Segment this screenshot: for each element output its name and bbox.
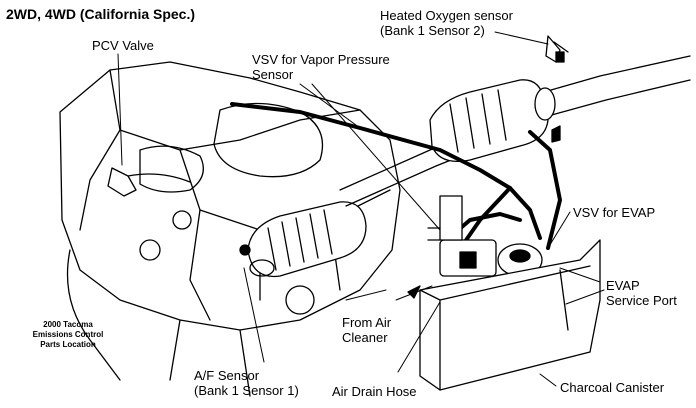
leader-lines: [117, 31, 605, 387]
exhaust-system: [339, 55, 691, 207]
label-heated-oxygen-sensor: Heated Oxygen sensor (Bank 1 Sensor 2): [380, 8, 513, 38]
label-from-air-cleaner: From Air Cleaner: [342, 315, 392, 345]
evap-components: [419, 195, 601, 391]
air-flow-arrow: [407, 285, 421, 299]
label-vsv-evap: VSV for EVAP: [573, 205, 656, 220]
heated-oxygen-sensor: [545, 35, 569, 63]
label-af-sensor: A/F Sensor (Bank 1 Sensor 1): [194, 368, 299, 398]
label-pcv-valve: PCV Valve: [92, 38, 154, 53]
front-converter: [172, 201, 367, 278]
label-vsv-vapor-pressure: VSV for Vapor Pressure Sensor: [252, 52, 390, 82]
pcv-valve-part: [107, 167, 191, 197]
label-evap-service-port: EVAP Service Port: [606, 278, 677, 308]
diagram-caption: 2000 Tacoma Emissions Control Parts Loca…: [32, 320, 104, 349]
vacuum-hoses: [230, 102, 562, 250]
label-charcoal-canister: Charcoal Canister: [560, 380, 665, 395]
diagram-title: 2WD, 4WD (California Spec.): [6, 6, 196, 22]
label-air-drain-hose: Air Drain Hose: [332, 384, 417, 399]
